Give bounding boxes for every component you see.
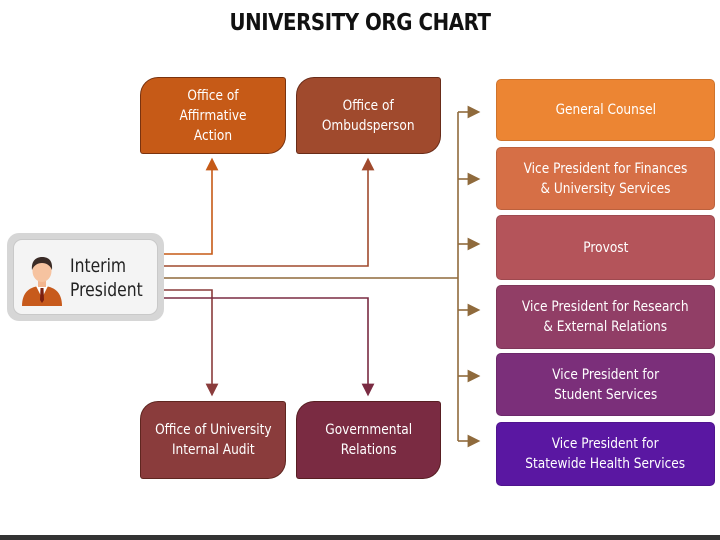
president-label: Interim President <box>70 255 143 301</box>
president-card: Interim President <box>13 239 158 315</box>
box-label: Office of Affirmative Action <box>179 87 247 144</box>
footer-bar <box>0 535 720 540</box>
governmental-relations-box: Governmental Relations <box>296 401 441 479</box>
box-label: Vice President for Research & External R… <box>522 299 689 335</box>
box-label: Governmental Relations <box>325 422 412 458</box>
box-label: General Counsel <box>555 102 656 118</box>
provost-box: Provost <box>496 215 715 280</box>
connector-affirmative-action <box>164 157 219 255</box>
office-ombudsperson-box: Office of Ombudsperson <box>296 77 441 154</box>
box-label: Vice President for Finances & University… <box>523 160 688 197</box>
vp-research-box: Vice President for Research & External R… <box>496 285 715 349</box>
connector-internal-audit <box>164 289 219 397</box>
person-icon <box>22 257 62 306</box>
box-label: Office of Ombudsperson <box>322 97 415 134</box>
connector-governmental-relations <box>164 297 375 397</box>
connector-ombudsperson <box>164 157 375 267</box>
vp-health-services-box: Vice President for Statewide Health Serv… <box>496 422 715 486</box>
box-label: Office of University Internal Audit <box>154 422 272 458</box>
office-internal-audit-box: Office of University Internal Audit <box>140 401 286 479</box>
general-counsel-box: General Counsel <box>496 79 715 141</box>
box-label: Provost <box>582 239 629 256</box>
office-affirmative-action-box: Office of Affirmative Action <box>140 77 286 154</box>
box-label: Vice President for Statewide Health Serv… <box>525 436 686 472</box>
president-node: Interim President <box>7 233 164 321</box>
vp-student-services-box: Vice President for Student Services <box>496 353 715 416</box>
vp-finances-box: Vice President for Finances & University… <box>496 147 715 210</box>
chart-title: UNIVERSITY ORG CHART <box>229 10 491 36</box>
box-label: Vice President for Student Services <box>552 366 659 403</box>
